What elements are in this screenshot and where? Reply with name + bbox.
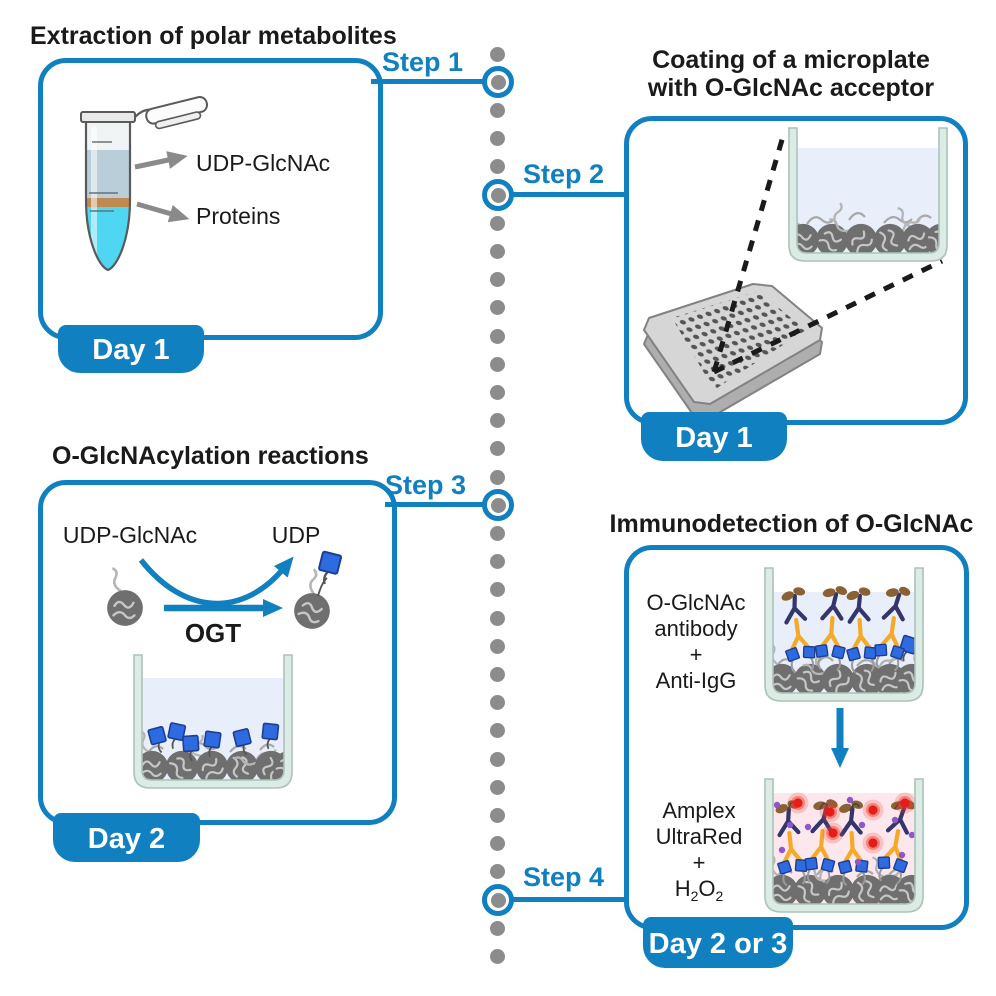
timeline-dot bbox=[490, 187, 505, 203]
timeline-dot bbox=[490, 920, 505, 936]
label-substrate: UDP-GlcNAc bbox=[62, 522, 198, 548]
timeline-dot bbox=[490, 74, 505, 90]
step3-connector-line bbox=[385, 502, 483, 507]
timeline-node-step2 bbox=[482, 179, 514, 211]
timeline-dot bbox=[490, 807, 505, 823]
step-label-1: Step 1 bbox=[381, 47, 464, 77]
timeline-dot bbox=[490, 554, 505, 570]
reagent-line: UltraRed bbox=[655, 824, 743, 849]
panel-extraction-box bbox=[38, 58, 383, 340]
timeline-dot bbox=[490, 131, 505, 147]
reagents-top-block: O-GlcNAc antibody + Anti-IgG bbox=[625, 590, 767, 694]
step-label-2: Step 2 bbox=[523, 159, 605, 189]
timeline-dot bbox=[490, 948, 505, 964]
timeline-dot bbox=[490, 384, 505, 400]
timeline-dot bbox=[490, 272, 505, 288]
timeline-dot bbox=[490, 864, 505, 880]
reagent-line: O-GlcNAc bbox=[646, 590, 746, 615]
timeline-node-step1 bbox=[482, 66, 514, 98]
reagent-line: + bbox=[689, 642, 703, 667]
panel-detection-title: Immunodetection of O-GlcNAc bbox=[609, 510, 974, 538]
label-product: UDP bbox=[271, 522, 321, 548]
day-badge-detection: Day 2 or 3 bbox=[643, 917, 793, 968]
timeline-dot bbox=[490, 695, 505, 711]
timeline-dot bbox=[490, 300, 505, 316]
day-badge-extraction: Day 1 bbox=[58, 325, 204, 373]
timeline-node-core bbox=[490, 497, 506, 513]
timeline-dot bbox=[490, 328, 505, 344]
day-badge-coating: Day 1 bbox=[641, 412, 787, 461]
panel-coating-box bbox=[624, 116, 968, 425]
timeline-dot bbox=[490, 751, 505, 767]
timeline-dot bbox=[490, 723, 505, 739]
reagent-line: + bbox=[692, 850, 706, 875]
reagent-line: antibody bbox=[654, 616, 738, 641]
timeline-dot bbox=[490, 497, 505, 513]
step-label-4: Step 4 bbox=[523, 862, 605, 892]
reagents-bottom-block: Amplex UltraRed + H2O2 bbox=[628, 798, 770, 909]
timeline-dot bbox=[490, 582, 505, 598]
timeline-dot bbox=[490, 469, 505, 485]
timeline-dot bbox=[490, 836, 505, 852]
timeline-dot bbox=[490, 243, 505, 259]
timeline-node-core bbox=[490, 74, 506, 90]
timeline-dot bbox=[490, 779, 505, 795]
timeline-dot bbox=[490, 159, 505, 175]
timeline-dot bbox=[490, 666, 505, 682]
timeline-dot bbox=[490, 413, 505, 429]
timeline-dot bbox=[490, 525, 505, 541]
timeline-dot bbox=[490, 892, 505, 908]
label-udp-glcnac: UDP-GlcNAc bbox=[196, 150, 331, 176]
step4-connector-line bbox=[512, 897, 626, 902]
panel-extraction-title: Extraction of polar metabolites bbox=[30, 22, 397, 50]
reagent-line: Amplex bbox=[662, 798, 736, 823]
timeline-node-step4 bbox=[482, 884, 514, 916]
timeline-dot bbox=[490, 638, 505, 654]
timeline-dot bbox=[490, 610, 505, 626]
reagent-line: Anti-IgG bbox=[655, 668, 737, 693]
timeline-dot bbox=[490, 102, 505, 118]
timeline-node-core bbox=[490, 187, 506, 203]
label-enzyme-ogt: OGT bbox=[184, 618, 242, 648]
day-badge-reaction: Day 2 bbox=[53, 813, 200, 862]
step1-connector-line bbox=[371, 79, 483, 84]
timeline-dot bbox=[490, 46, 505, 62]
timeline-dot bbox=[490, 356, 505, 372]
panel-coating-title: Coating of a microplate with O-GlcNAc ac… bbox=[624, 46, 958, 102]
step2-connector-line bbox=[512, 192, 626, 197]
timeline-dot bbox=[490, 215, 505, 231]
timeline-node-core bbox=[490, 892, 506, 908]
panel-coating-title-line2: with O-GlcNAc acceptor bbox=[647, 74, 935, 102]
reagent-line-h2o2: H2O2 bbox=[674, 876, 724, 904]
panel-reaction-title: O-GlcNAcylation reactions bbox=[52, 442, 369, 470]
step-label-3: Step 3 bbox=[384, 470, 467, 500]
panel-coating-title-line1: Coating of a microplate bbox=[652, 46, 930, 74]
label-proteins: Proteins bbox=[196, 203, 281, 229]
timeline-node-step3 bbox=[482, 489, 514, 521]
timeline-dot bbox=[490, 441, 505, 457]
